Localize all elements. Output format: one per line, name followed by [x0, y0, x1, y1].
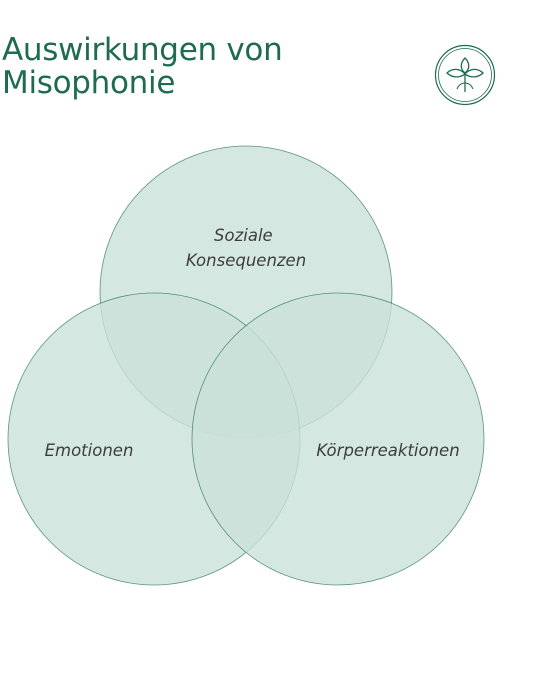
- venn-label-emotionen: Emotionen: [45, 441, 134, 460]
- venn-label-line: Körperreaktionen: [316, 441, 459, 460]
- venn-label-line: Konsequenzen: [186, 251, 306, 270]
- venn-label-line: Soziale: [214, 226, 273, 245]
- venn-label-koerperreaktionen: Körperreaktionen: [316, 441, 459, 460]
- venn-label-line: Emotionen: [45, 441, 134, 460]
- page-title: Auswirkungen von Misophonie: [2, 34, 362, 100]
- venn-label-soziale-konsequenzen: Soziale Konsequenzen: [186, 226, 306, 270]
- title-line-2: Misophonie: [2, 65, 176, 101]
- venn-circles: [7, 145, 485, 586]
- venn-circle-koerperreaktionen: [191, 292, 485, 586]
- title-line-1: Auswirkungen von: [2, 32, 283, 68]
- venn-diagram: Soziale Konsequenzen Emotionen Körperrea…: [7, 145, 485, 586]
- sprout-leaf-icon: [434, 44, 496, 106]
